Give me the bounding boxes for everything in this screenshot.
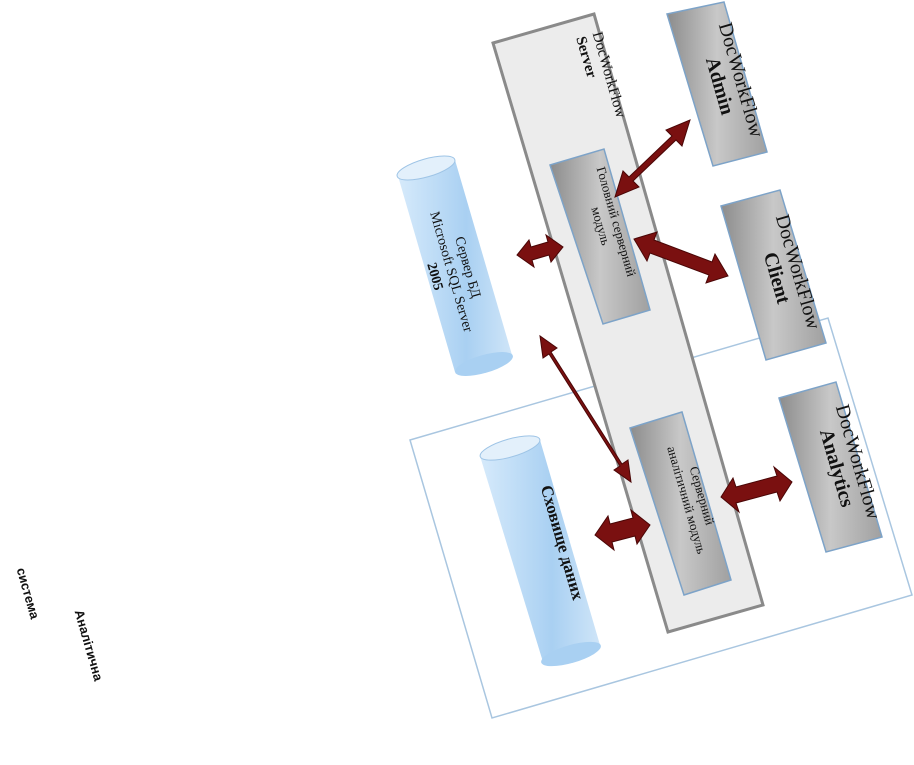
db-server-cylinder [396, 155, 513, 376]
arrow-main-admin [614, 119, 691, 198]
admin-box [666, 1, 768, 167]
arrow-main-db [516, 233, 564, 269]
arrow-db-analytic [539, 334, 632, 484]
client-box [720, 189, 827, 361]
arrow-analytic-analytics [720, 465, 793, 514]
analytics-box [778, 381, 883, 553]
data-warehouse-cylinder [479, 435, 601, 667]
main-server-module-box [549, 148, 651, 325]
analytic-server-module-box [629, 411, 732, 596]
arrow-analytic-warehouse [594, 508, 651, 552]
arrow-main-client [633, 231, 729, 284]
arrows [516, 119, 793, 552]
